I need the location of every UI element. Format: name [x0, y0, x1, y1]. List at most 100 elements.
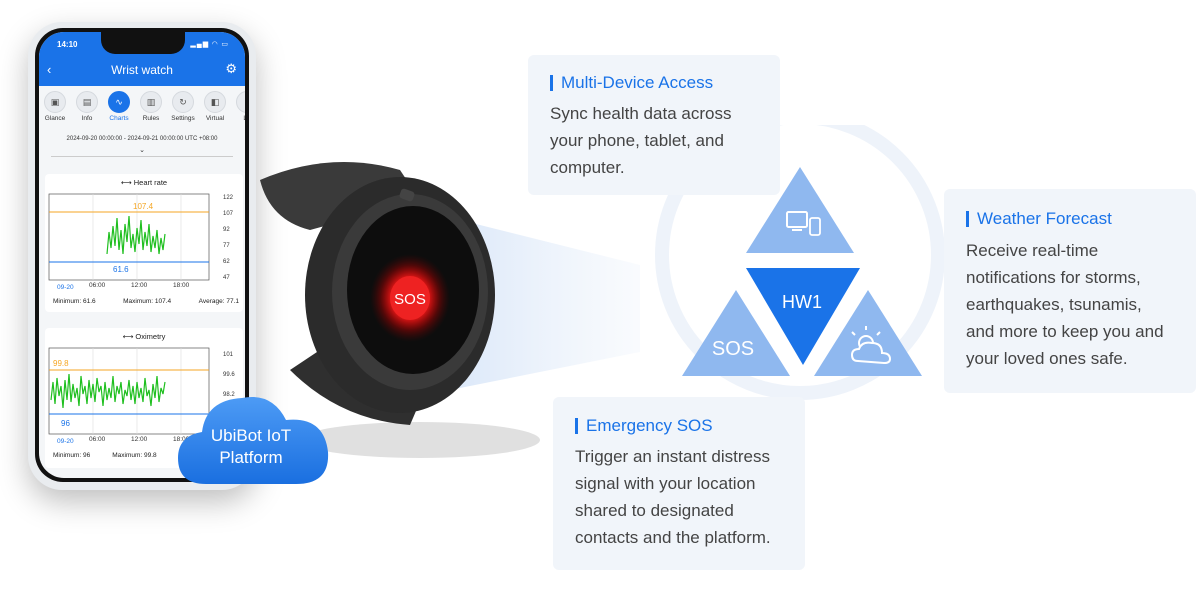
plot-frame	[48, 347, 210, 435]
x-tick: 09-20	[57, 284, 74, 291]
phone-bezel: 14:10 ▂▄▆ ◠ ▭ ‹ Wrist watch ⚙ ▣ Glance ▤…	[35, 28, 249, 482]
cloud-label-line: Platform	[219, 448, 283, 467]
virtual-icon: ◧	[204, 91, 226, 113]
stat-average: Average: 77.1	[198, 298, 239, 305]
min-value-label: 61.6	[113, 265, 129, 274]
stat-maximum: Maximum: 99.8	[112, 452, 157, 459]
tab-label: Info	[81, 115, 93, 122]
stat-minimum: Minimum: 96	[53, 452, 91, 459]
description-line: and more to keep you and	[966, 322, 1164, 341]
multi-device-title: Multi-Device Access	[549, 73, 714, 92]
plot-frame	[48, 193, 210, 281]
weather-triangle	[814, 290, 922, 376]
description-line: shared to designated	[575, 501, 734, 520]
oximetry-series	[50, 373, 166, 409]
phone-icon	[809, 217, 821, 236]
sos-button	[390, 276, 430, 320]
settings-icon: ↻	[172, 91, 194, 113]
sos-title: Emergency SOS	[575, 416, 713, 435]
tab-virtual[interactable]: ◧ Virtual	[199, 88, 231, 132]
app-bar: ‹ Wrist watch ⚙	[39, 56, 245, 86]
tab-label: Virtual	[205, 115, 225, 122]
watch-sos-text[interactable]: SOS	[394, 291, 426, 308]
hw1-triangle	[746, 268, 860, 365]
weather-title: Weather Forecast	[966, 209, 1112, 228]
stat-maximum: Maximum: 107.4	[123, 298, 172, 305]
divider	[51, 156, 233, 157]
multi-device-card: Multi-Device Access Sync health data acr…	[528, 55, 780, 195]
heart-rate-title-text: Heart rate	[133, 178, 168, 187]
heart-rate-chart: 107.4 61.6 122 107 92 77 62 47 09-20 06:…	[48, 193, 234, 291]
chevron-down-icon[interactable]: ⌄	[139, 147, 145, 154]
description-line: signal with your location	[575, 474, 756, 493]
oximetry-title: ⟷ Oximetry	[122, 332, 166, 341]
oximetry-title-text: Oximetry	[135, 332, 166, 341]
x-tick: 09-20	[57, 438, 74, 445]
x-tick: 06:00	[89, 282, 106, 289]
description-line: earthquakes, tsunamis,	[966, 295, 1142, 314]
cloud-icon	[178, 396, 329, 484]
status-time: 14:10	[57, 40, 78, 49]
heart-rate-title: ⟷ Heart rate	[120, 178, 168, 187]
description-line: your phone, tablet, and	[550, 131, 724, 150]
tab-label: Charts	[109, 115, 129, 122]
date-range[interactable]: 2024-09-20 00:00:00 - 2024-09-21 00:00:0…	[66, 136, 218, 142]
tab-settings[interactable]: ↻ Settings	[167, 88, 199, 132]
y-tick: 107	[223, 211, 234, 217]
signal-wifi-battery-icon: ▂▄▆ ◠ ▭	[190, 41, 229, 48]
description-line: Receive real-time	[966, 241, 1099, 260]
heart-rate-card: ⟷ Heart rate 107.4 61.6 122 107 92 77 62	[45, 174, 243, 312]
description-line: Sync health data across	[550, 104, 732, 123]
sos-triangle	[682, 290, 790, 376]
tab-charts[interactable]: ∿ Charts	[103, 88, 135, 132]
max-value-label: 107.4	[133, 202, 154, 211]
y-tick: 122	[223, 195, 234, 201]
tab-glance[interactable]: ▣ Glance	[39, 88, 71, 132]
sos-description: Trigger an instant distress signal with …	[575, 443, 771, 551]
weather-description: Receive real-time notifications for stor…	[966, 237, 1164, 372]
tab-label: Glance	[44, 115, 66, 122]
glance-icon: ▣	[44, 91, 66, 113]
multi-device-triangle	[746, 167, 854, 253]
diagram-ring	[655, 125, 945, 400]
description-line: your loved ones safe.	[966, 349, 1128, 368]
info-icon: ▤	[76, 91, 98, 113]
monitor-icon	[786, 211, 808, 228]
y-tick: 92	[223, 227, 230, 233]
oximetry-chart: 99.8 96 101 99.6 98.2 09-20 06:00 12:00 …	[48, 347, 235, 445]
tab-info[interactable]: ▤ Info	[71, 88, 103, 132]
sos-card: Emergency SOS Trigger an instant distres…	[553, 397, 805, 570]
back-icon[interactable]: ‹	[47, 62, 52, 77]
monitor-stand	[792, 229, 802, 231]
phone-mockup: 14:10 ▂▄▆ ◠ ▭ ‹ Wrist watch ⚙ ▣ Glance ▤…	[28, 22, 256, 490]
tab-bar: ▣ Glance ▤ Info ∿ Charts ▥ Rules ↻ Set	[39, 88, 245, 132]
y-tick: 47	[223, 275, 230, 281]
gear-icon[interactable]: ⚙	[225, 61, 237, 76]
watch-shadow	[300, 422, 540, 458]
min-value-label: 96	[61, 419, 70, 428]
x-tick: 18:00	[173, 436, 190, 443]
oximetry-stats: Minimum: 96 Maximum: 99.8	[53, 452, 239, 459]
phone-notch	[101, 32, 185, 54]
x-tick: 12:00	[131, 282, 148, 289]
tab-label: Rules	[142, 115, 160, 122]
description-line: computer.	[550, 158, 625, 177]
max-value-label: 99.8	[53, 359, 69, 368]
rules-icon: ▥	[140, 91, 162, 113]
description-line: contacts and the platform.	[575, 528, 771, 547]
heart-rate-stats: Minimum: 61.6 Maximum: 107.4 Average: 77…	[53, 298, 239, 305]
description-line: Trigger an instant distress	[575, 447, 770, 466]
x-tick: 12:00	[131, 436, 148, 443]
x-tick: 06:00	[89, 436, 106, 443]
weather-icon	[850, 326, 892, 365]
sos-diagram-label: SOS	[711, 338, 755, 360]
feature-diagram	[655, 125, 945, 400]
tab-rules[interactable]: ▥ Rules	[135, 88, 167, 132]
log-icon: ▯	[236, 91, 245, 113]
y-tick: 98.2	[223, 392, 235, 398]
watch-strap-top	[260, 162, 420, 230]
y-tick: 101	[223, 352, 234, 358]
tab-label: Lo	[231, 115, 245, 122]
tab-log[interactable]: ▯ Lo	[231, 88, 245, 132]
x-tick: 18:00	[173, 282, 190, 289]
